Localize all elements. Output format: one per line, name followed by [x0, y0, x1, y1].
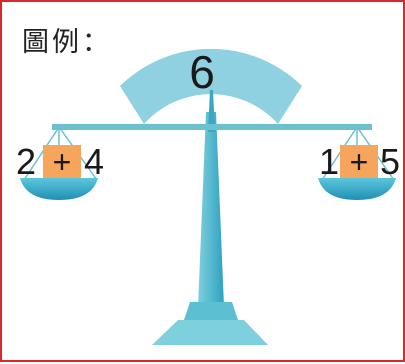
right-operand-a: 1 — [319, 141, 339, 182]
right-plus-box — [340, 145, 378, 178]
left-operator: + — [53, 144, 72, 180]
left-operand-a: 2 — [16, 141, 36, 182]
left-plus-box — [43, 145, 81, 178]
scale-base — [152, 320, 268, 345]
left-pan — [20, 178, 98, 200]
scale-dial — [120, 48, 302, 124]
right-pan — [318, 178, 396, 200]
right-operand-b: 5 — [380, 141, 400, 182]
right-operator: + — [350, 144, 369, 180]
scale-pointer — [208, 90, 215, 132]
dial-number: 6 — [189, 46, 215, 98]
left-operand-b: 4 — [84, 141, 104, 182]
legend-caption: 圖例： — [22, 27, 112, 58]
scale-base-top — [184, 302, 238, 320]
scale-post — [198, 112, 224, 307]
scale-beam — [52, 124, 372, 130]
